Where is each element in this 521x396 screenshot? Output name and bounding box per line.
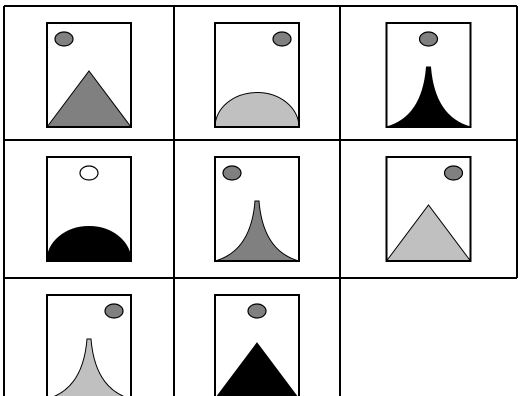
card-border bbox=[46, 156, 132, 262]
mountain-shape-spike bbox=[386, 66, 471, 128]
picture-card bbox=[46, 156, 132, 262]
mountain-shape-semicircle bbox=[46, 226, 132, 262]
sun-icon bbox=[443, 165, 464, 181]
sun-icon bbox=[222, 165, 242, 181]
mountain-shape-triangle bbox=[216, 342, 298, 396]
sun-icon bbox=[79, 165, 99, 181]
mountain-shape-spike bbox=[53, 338, 125, 396]
sun-icon bbox=[272, 31, 292, 47]
card-border bbox=[385, 156, 472, 262]
mountain-shape-spike bbox=[214, 200, 300, 262]
mountain-shape-triangle bbox=[385, 204, 472, 262]
mountain-shape-triangle bbox=[46, 70, 132, 128]
card-border bbox=[46, 294, 132, 396]
picture-card bbox=[385, 156, 472, 262]
picture-card bbox=[46, 22, 132, 128]
picture-card bbox=[46, 294, 132, 396]
sun-icon bbox=[418, 31, 439, 47]
picture-card bbox=[214, 156, 300, 262]
mountain-shape-semicircle bbox=[214, 92, 300, 128]
sun-icon bbox=[54, 31, 74, 47]
card-border bbox=[214, 156, 300, 262]
cards-layer bbox=[46, 22, 472, 396]
card-border bbox=[214, 22, 300, 128]
picture-card bbox=[214, 294, 300, 396]
card-border bbox=[385, 22, 472, 128]
sun-icon bbox=[104, 303, 124, 319]
sun-icon bbox=[247, 303, 267, 319]
card-border bbox=[46, 22, 132, 128]
grid-lines bbox=[3, 5, 518, 396]
card-border bbox=[214, 294, 300, 396]
picture-card bbox=[214, 22, 300, 128]
picture-card bbox=[385, 22, 472, 128]
